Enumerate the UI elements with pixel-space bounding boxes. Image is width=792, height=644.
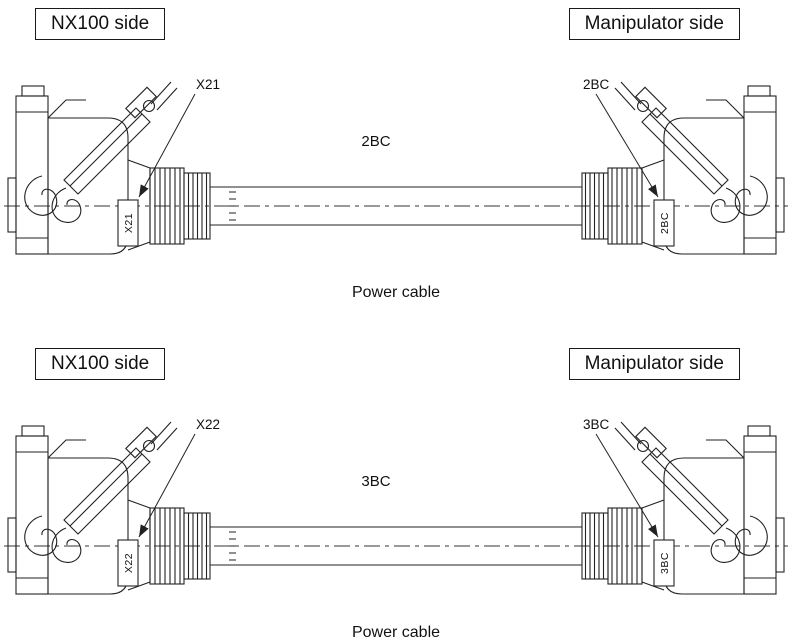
- cable: [210, 526, 582, 566]
- left-connector-tag: X22: [117, 539, 139, 587]
- right-connector-callout: 3BC: [583, 417, 610, 432]
- caption-power-cable: Power cable: [351, 284, 441, 301]
- right-connector-tag-text: 2BC: [659, 212, 671, 234]
- left-connector-callout: X21: [196, 77, 220, 92]
- left-leader-line: [138, 93, 196, 198]
- cable-drawing: X22 3BC X22 3BC 3BC: [4, 417, 788, 595]
- left-connector-tag: X21: [117, 199, 139, 247]
- cable-drawing: X21 2BC X21 2BC 2BC: [4, 77, 788, 255]
- right-connector-tag: 2BC: [653, 199, 675, 247]
- right-leader-line: [595, 93, 659, 198]
- right-connector-callout: 2BC: [583, 77, 610, 92]
- left-connector-callout: X22: [196, 417, 220, 432]
- right-leader-line: [595, 433, 659, 538]
- diagram-2bc: NX100 side Manipulator side: [4, 8, 788, 301]
- left-connector: [7, 421, 211, 595]
- cable-marking: [229, 191, 236, 221]
- diagram-3bc: NX100 side Manipulator side: [0, 340, 792, 644]
- right-connector: [581, 81, 785, 255]
- cable-label: 2BC: [361, 133, 390, 150]
- manipulator-side-label: Manipulator side: [568, 348, 740, 380]
- cable: [210, 186, 582, 226]
- right-connector: [581, 421, 785, 595]
- cable-marking: [229, 531, 236, 561]
- left-connector-tag-text: X22: [123, 553, 135, 573]
- left-connector: [7, 81, 211, 255]
- nx100-side-label: NX100 side: [35, 8, 166, 40]
- nx100-side-label: NX100 side: [35, 348, 166, 380]
- right-connector-tag: 3BC: [653, 539, 675, 587]
- left-connector-tag-text: X21: [123, 213, 135, 233]
- cable-label: 3BC: [361, 473, 390, 490]
- right-connector-tag-text: 3BC: [659, 552, 671, 574]
- manipulator-side-label: Manipulator side: [568, 8, 740, 40]
- caption-power-cable: Power cable: [351, 624, 441, 641]
- left-leader-line: [138, 433, 196, 538]
